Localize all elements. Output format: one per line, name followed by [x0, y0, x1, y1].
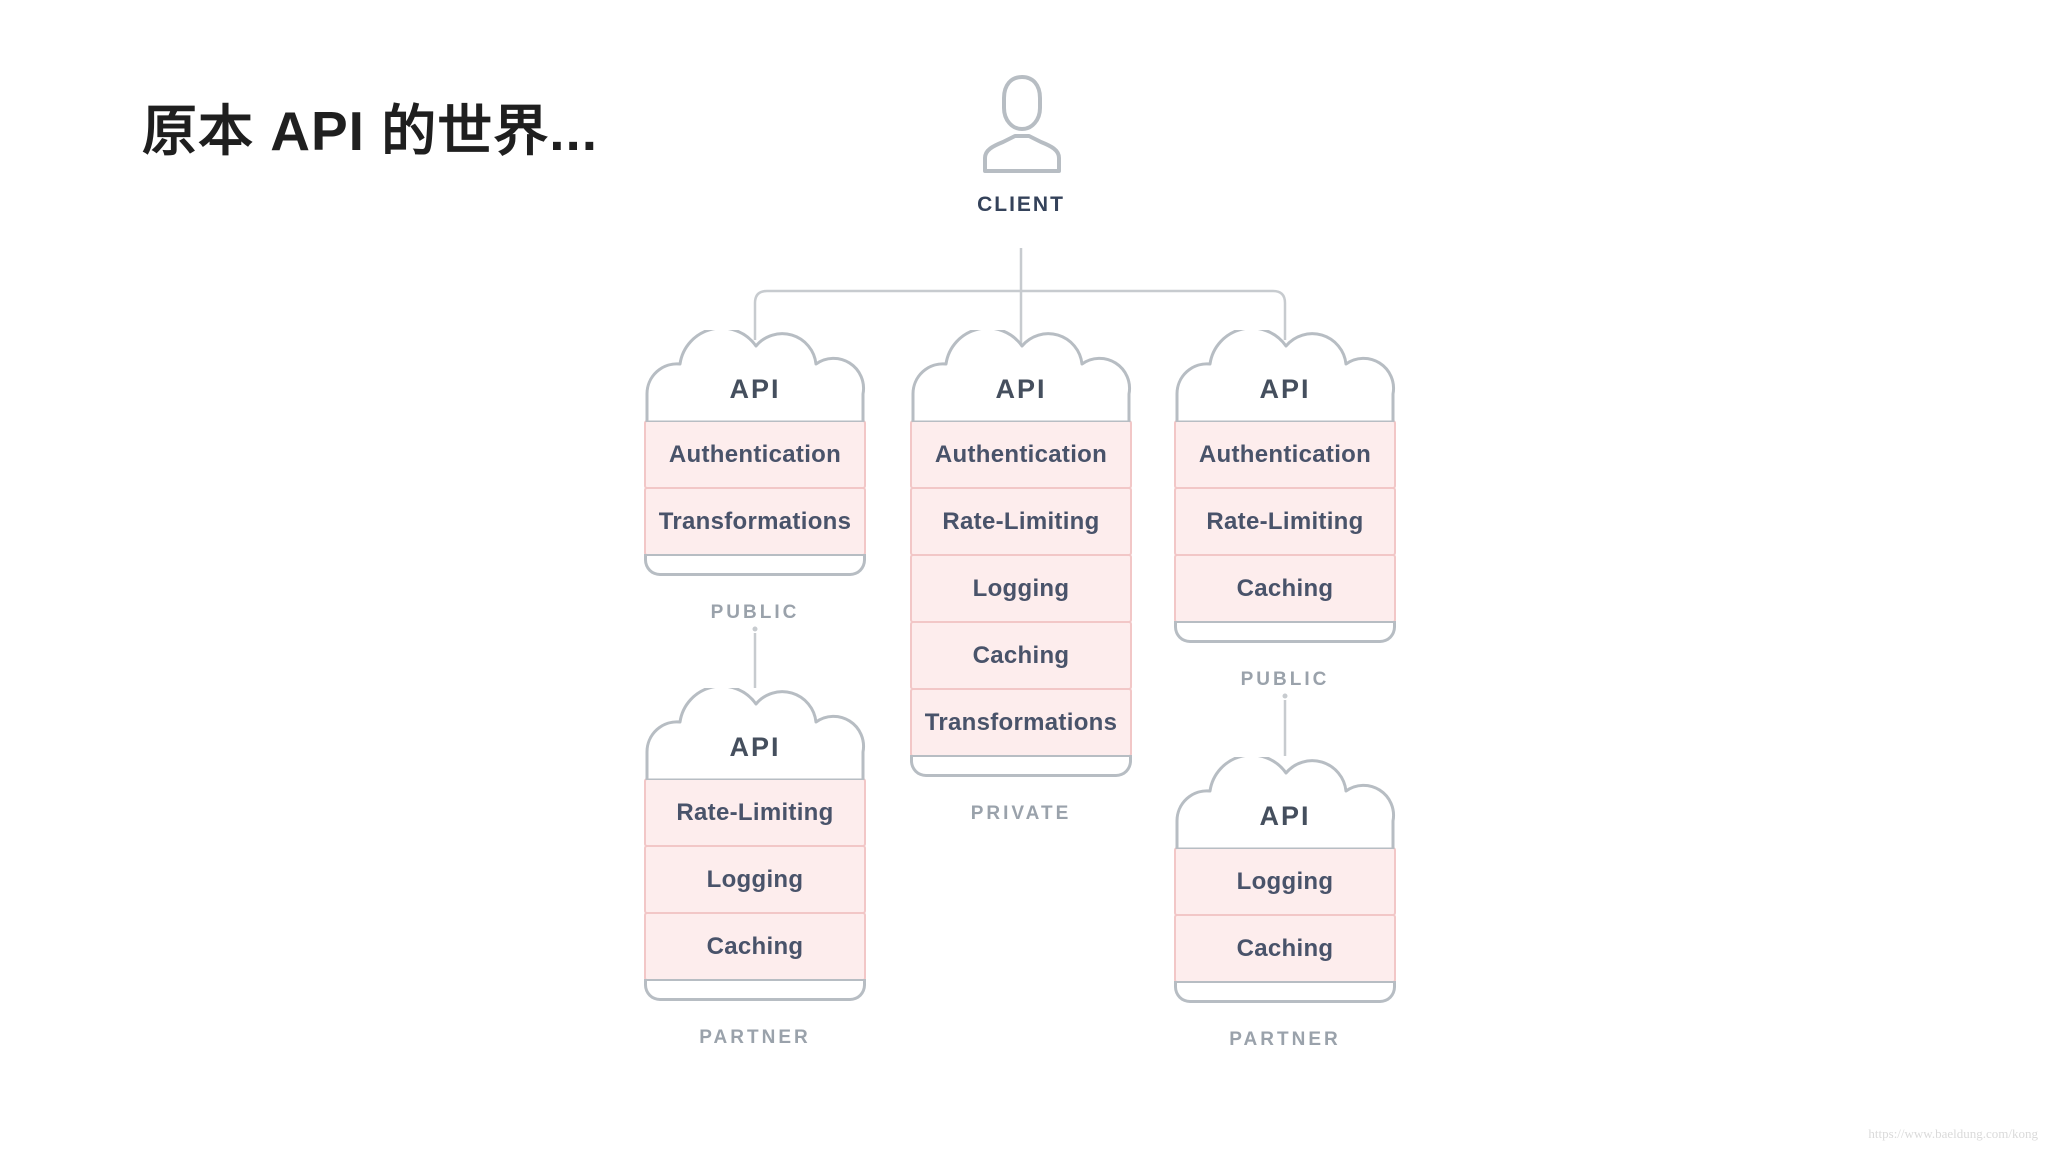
feature-logging: Logging	[644, 845, 866, 914]
feature-caching: Caching	[1174, 554, 1396, 623]
cloud-icon	[911, 330, 1132, 422]
api-node-partner-bottom-left: API Rate-Limiting Logging Caching PARTNE…	[644, 688, 866, 1049]
page-title: 原本 API 的世界...	[142, 100, 599, 162]
api-node-partner-bottom-right: API Logging Caching PARTNER	[1174, 757, 1396, 1051]
cloud-bottom-cap	[1174, 621, 1396, 643]
zone-label-partner: PARTNER	[1229, 1029, 1341, 1050]
zone-label-public: PUBLIC	[1240, 669, 1330, 690]
feature-rate-limiting: Rate-Limiting	[1174, 487, 1396, 556]
feature-logging: Logging	[910, 554, 1132, 623]
api-node-title: API	[729, 732, 781, 762]
feature-authentication: Authentication	[910, 420, 1132, 489]
cloud-bottom-cap	[644, 554, 866, 576]
feature-caching: Caching	[1174, 914, 1396, 983]
api-node-title: API	[1259, 374, 1311, 404]
zone-label-partner: PARTNER	[699, 1027, 811, 1048]
client-label: CLIENT	[977, 193, 1065, 216]
cloud-icon	[1175, 757, 1396, 849]
cloud-icon	[1175, 330, 1396, 422]
feature-transformations: Transformations	[644, 487, 866, 556]
feature-rate-limiting: Rate-Limiting	[644, 778, 866, 847]
feature-authentication: Authentication	[644, 420, 866, 489]
feature-caching: Caching	[644, 912, 866, 981]
cloud-bottom-cap	[910, 755, 1132, 777]
cloud-icon	[645, 688, 866, 780]
client-person-icon	[983, 75, 1061, 173]
feature-authentication: Authentication	[1174, 420, 1396, 489]
watermark-url: https://www.baeldung.com/kong	[1868, 1126, 2038, 1141]
feature-caching: Caching	[910, 621, 1132, 690]
api-node-public-top-right: API Authentication Rate-Limiting Caching…	[1174, 330, 1396, 691]
feature-transformations: Transformations	[910, 688, 1132, 757]
connector-dot-right	[1282, 693, 1288, 699]
connector-dot-left	[752, 626, 758, 632]
api-node-title: API	[1259, 801, 1311, 831]
feature-rate-limiting: Rate-Limiting	[910, 487, 1132, 556]
cloud-bottom-cap	[1174, 981, 1396, 1003]
cloud-icon	[645, 330, 866, 422]
cloud-bottom-cap	[644, 979, 866, 1001]
api-node-title: API	[729, 374, 781, 404]
zone-label-public: PUBLIC	[710, 602, 800, 623]
api-node-private-center: API Authentication Rate-Limiting Logging…	[910, 330, 1132, 825]
feature-logging: Logging	[1174, 847, 1396, 916]
zone-label-private: PRIVATE	[970, 803, 1072, 824]
api-node-title: API	[995, 374, 1047, 404]
api-node-public-top-left: API Authentication Transformations PUBLI…	[644, 330, 866, 624]
